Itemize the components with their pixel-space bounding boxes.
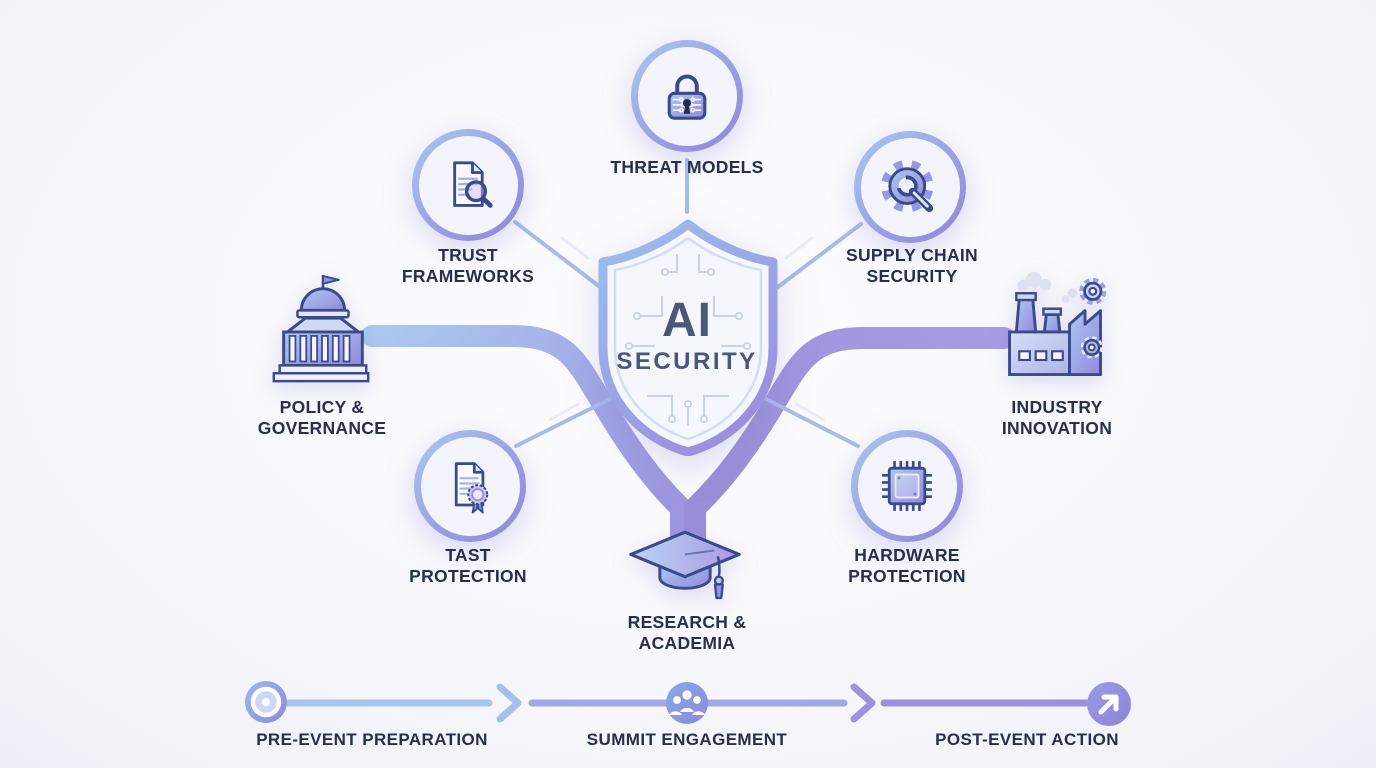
- capitol-icon: [272, 274, 370, 383]
- connector-trust-shield: [513, 220, 606, 292]
- node-supply-chain-security: [854, 131, 966, 243]
- thin-connectors: [513, 158, 863, 448]
- node-tast-protection: [414, 430, 526, 542]
- decor-rays: [548, 236, 826, 422]
- label-industry-innovation: INDUSTRY INNOVATION: [1001, 397, 1113, 438]
- shield-title: AI SECURITY: [587, 297, 787, 376]
- connector-supply-shield: [772, 222, 863, 292]
- timeline-track: [284, 683, 1090, 723]
- label-supply-chain-security: SUPPLY CHAIN SECURITY: [846, 245, 978, 286]
- node-policy-governance: [262, 268, 380, 397]
- connector-hardware-shield: [762, 396, 860, 448]
- shield-icon: [598, 219, 778, 457]
- node-trust-frameworks-disc: [418, 135, 518, 235]
- node-research-academia: [625, 526, 745, 615]
- node-threat-models: [631, 40, 743, 152]
- shield-title-line2: SECURITY: [616, 348, 758, 375]
- factory-icon: [1008, 271, 1107, 376]
- label-summit-engagement: SUMMIT ENGAGEMENT: [586, 730, 788, 749]
- node-hardware-protection: [851, 430, 963, 542]
- target-icon: [245, 681, 287, 723]
- people-icon: [666, 682, 708, 724]
- circuit-pattern: [625, 254, 751, 426]
- ai-security-shield: [577, 216, 799, 457]
- label-policy-governance: POLICY & GOVERNANCE: [257, 397, 387, 438]
- connector-tast-shield: [514, 396, 614, 448]
- certificate-icon: [454, 462, 489, 514]
- node-trust-frameworks: [412, 129, 524, 241]
- label-threat-models: THREAT MODELS: [610, 157, 764, 177]
- lock-icon: [667, 74, 707, 120]
- node-industry-innovation: [996, 268, 1116, 397]
- timeline-arrowhead-1: [496, 683, 522, 723]
- document-search-icon: [453, 161, 493, 208]
- label-tast-protection: TAST PROTECTION: [409, 545, 527, 586]
- label-trust-frameworks: TRUST FRAMEWORKS: [401, 245, 535, 286]
- label-hardware-protection: HARDWARE PROTECTION: [848, 545, 966, 586]
- node-hardware-protection-disc: [857, 436, 957, 536]
- timeline-arrowhead-2: [850, 683, 876, 723]
- graduation-cap-icon: [629, 530, 741, 600]
- node-supply-chain-disc: [860, 137, 960, 237]
- node-threat-models-disc: [637, 46, 737, 146]
- gear-wrench-icon: [881, 159, 934, 213]
- label-pre-event-preparation: PRE-EVENT PREPARATION: [256, 730, 488, 749]
- band-industry-to-research: [684, 327, 1015, 563]
- label-post-event-action: POST-EVENT ACTION: [935, 730, 1119, 749]
- shield-title-line1: AI: [662, 294, 712, 347]
- chip-icon: [882, 461, 932, 511]
- arrow-up-right-icon: [1087, 682, 1131, 726]
- node-tast-protection-disc: [420, 436, 520, 536]
- label-research-academia: RESEARCH & ACADEMIA: [627, 612, 747, 653]
